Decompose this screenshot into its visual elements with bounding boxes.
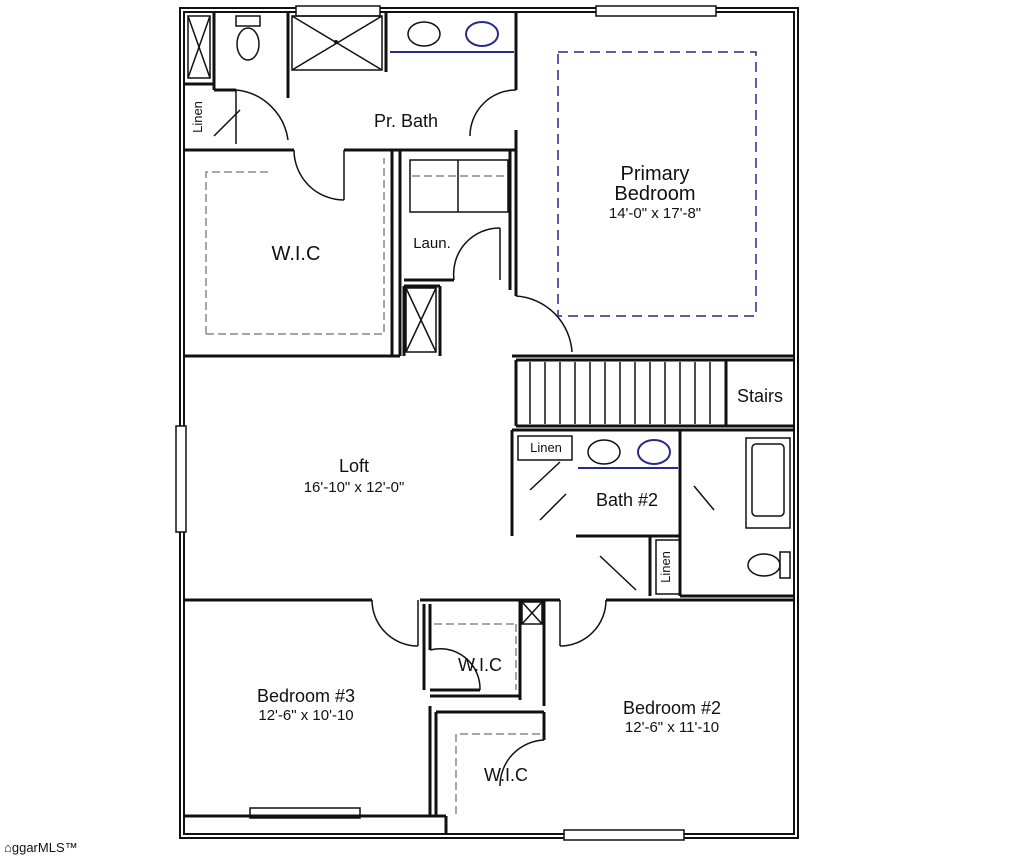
primary-bedroom-label-line1: Primary (621, 163, 690, 185)
watermark-text: ggarMLS™ (11, 840, 78, 855)
pr-bath-label: Pr. Bath (374, 111, 438, 131)
exterior-walls (175, 5, 799, 841)
door-swings (213, 89, 715, 787)
room-labels: Pr. Bath Linen Primary Bedroom 14'-0" x … (190, 101, 783, 785)
loft-label: Loft (339, 456, 369, 476)
primary-bedroom-label-line2: Bedroom (614, 183, 695, 205)
bedroom3-label: Bedroom #3 (257, 686, 355, 706)
bedroom3-dimensions: 12'-6" x 10'-10 (258, 707, 353, 724)
bedroom2-dimensions: 12'-6" x 11'-10 (625, 719, 719, 736)
stair-treads (529, 362, 711, 424)
house-logo-icon: ⌂ (4, 840, 12, 855)
linen-top-label: Linen (190, 101, 205, 133)
bedroom2-label: Bedroom #2 (623, 698, 721, 718)
linen-bath2-label: Linen (530, 440, 562, 455)
bath2-label: Bath #2 (596, 490, 658, 510)
laundry-label: Laun. (413, 235, 451, 252)
wic-bed3-label: W.I.C (458, 655, 502, 675)
interior-walls (184, 12, 794, 834)
wic-primary-label: W.I.C (272, 243, 321, 265)
wic-bed2-label: W.I.C (484, 765, 528, 785)
fixtures (187, 15, 791, 814)
mls-watermark: ⌂ggarMLS™ (4, 840, 78, 855)
loft-dimensions: 16'-10" x 12'-0" (304, 479, 405, 496)
linen-bath2-box (517, 435, 573, 461)
primary-bedroom-dimensions: 14'-0" x 17'-8" (609, 205, 701, 222)
stairs-label: Stairs (737, 386, 783, 406)
linen-hall-box (655, 539, 681, 595)
linen-hall-label: Linen (658, 551, 673, 583)
